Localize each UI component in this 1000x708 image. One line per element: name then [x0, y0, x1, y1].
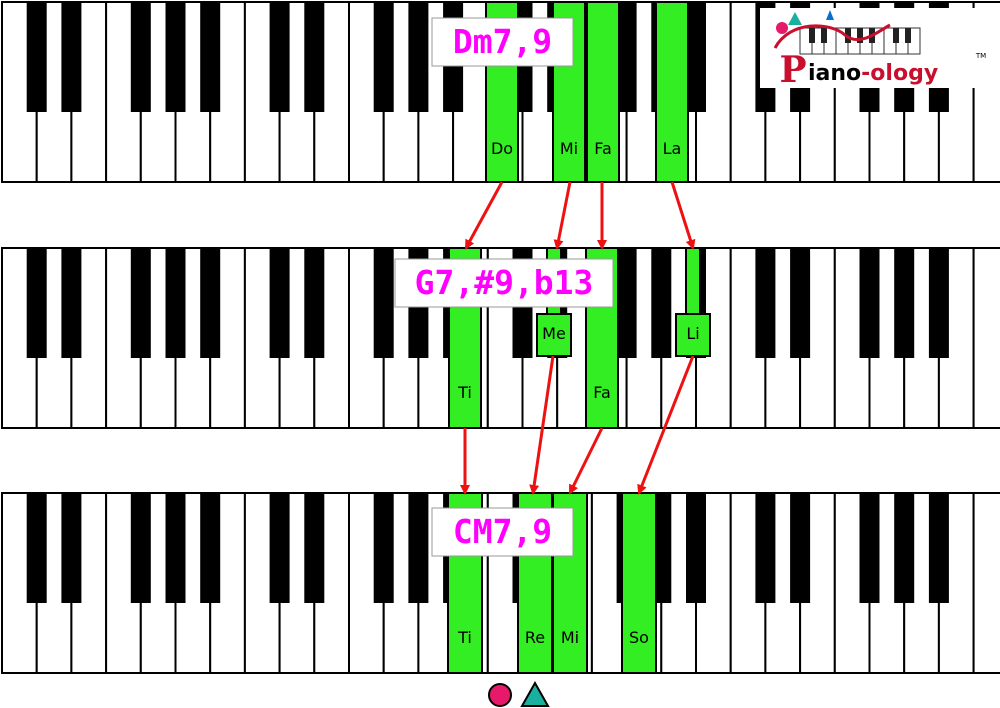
black-key	[200, 2, 221, 112]
black-key	[269, 493, 290, 603]
highlight-stem	[685, 247, 701, 315]
black-key	[408, 2, 429, 112]
black-key	[130, 248, 151, 358]
white-key	[972, 247, 1000, 429]
logo-black-key	[857, 28, 863, 43]
note-label: So	[629, 628, 649, 647]
chord-name: G7,#9,b13	[415, 263, 594, 302]
circle-marker-icon	[488, 683, 512, 707]
logo-black-key	[809, 28, 815, 43]
black-key	[26, 2, 47, 112]
arrow	[670, 181, 696, 250]
black-key	[26, 248, 47, 358]
black-key	[200, 493, 221, 603]
logo-black-key	[905, 28, 911, 43]
black-key	[165, 248, 186, 358]
black-key	[686, 493, 706, 603]
voice-leading-arrows	[460, 181, 696, 495]
black-key	[61, 2, 82, 112]
black-key	[894, 493, 915, 603]
logo-black-key	[821, 28, 827, 43]
logo-trademark: TM	[975, 52, 986, 60]
black-key	[651, 248, 672, 358]
logo-part2: -ology	[861, 61, 938, 86]
logo-small-triangle-icon	[826, 10, 834, 20]
arrow	[529, 355, 555, 495]
black-key	[894, 248, 915, 358]
note-label: Do	[491, 139, 513, 158]
black-key	[755, 493, 776, 603]
black-key	[269, 248, 290, 358]
chord-label-box	[394, 258, 614, 308]
chord-label-1: Dm7,9	[431, 17, 574, 67]
black-key	[304, 248, 325, 358]
note-label: Mi	[561, 628, 579, 647]
note-label: La	[663, 139, 682, 158]
black-key	[61, 493, 82, 603]
note-label: Ti	[457, 628, 472, 647]
note-label: Fa	[593, 383, 611, 402]
arrow	[637, 355, 695, 495]
black-key	[686, 2, 706, 112]
note-label: Ti	[457, 383, 472, 402]
highlighted-key-li	[675, 313, 711, 357]
black-key	[928, 493, 949, 603]
white-key	[972, 492, 1000, 674]
arrow	[464, 181, 504, 250]
black-key	[165, 2, 186, 112]
black-key	[304, 493, 325, 603]
highlighted-key-la	[655, 1, 689, 183]
black-key	[304, 2, 325, 112]
note-label: Li	[686, 324, 699, 343]
black-key	[859, 248, 880, 358]
note-label: Mi	[560, 139, 578, 158]
logo-circle-icon	[776, 22, 788, 34]
black-key	[790, 248, 811, 358]
black-key	[616, 248, 637, 358]
black-key	[373, 493, 394, 603]
chord-label-2: G7,#9,b13	[394, 258, 614, 308]
arrow	[568, 427, 604, 495]
highlighted-key-so	[621, 492, 657, 674]
black-key	[616, 2, 637, 112]
highlighted-key-fa	[586, 1, 620, 183]
logo-triangle-icon	[788, 12, 802, 25]
logo-initial: P	[779, 49, 806, 91]
black-key	[269, 2, 290, 112]
black-key	[130, 2, 151, 112]
black-key	[408, 493, 429, 603]
black-key	[61, 248, 82, 358]
note-label: Fa	[594, 139, 612, 158]
note-label: Me	[542, 324, 566, 343]
chord-label-box	[431, 17, 574, 67]
black-key	[790, 493, 811, 603]
black-key	[859, 493, 880, 603]
logo-wordmark: iano-ology	[808, 61, 938, 86]
logo-part1: iano	[808, 61, 861, 86]
triangle-marker-icon	[520, 680, 550, 707]
black-key	[130, 493, 151, 603]
black-key	[928, 248, 949, 358]
logo-black-key	[893, 28, 899, 43]
highlighted-key-me	[536, 313, 572, 357]
black-key	[200, 248, 221, 358]
chord-label-box	[431, 507, 574, 557]
chord-label-3: CM7,9	[431, 507, 574, 557]
chord-name: Dm7,9	[453, 22, 552, 61]
arrow	[553, 181, 572, 250]
black-key	[755, 248, 776, 358]
black-key	[165, 493, 186, 603]
chord-name: CM7,9	[453, 512, 552, 551]
black-key	[373, 248, 394, 358]
note-label: Re	[525, 628, 545, 647]
black-key	[373, 2, 394, 112]
logo-swoosh	[773, 23, 891, 49]
black-key	[26, 493, 47, 603]
